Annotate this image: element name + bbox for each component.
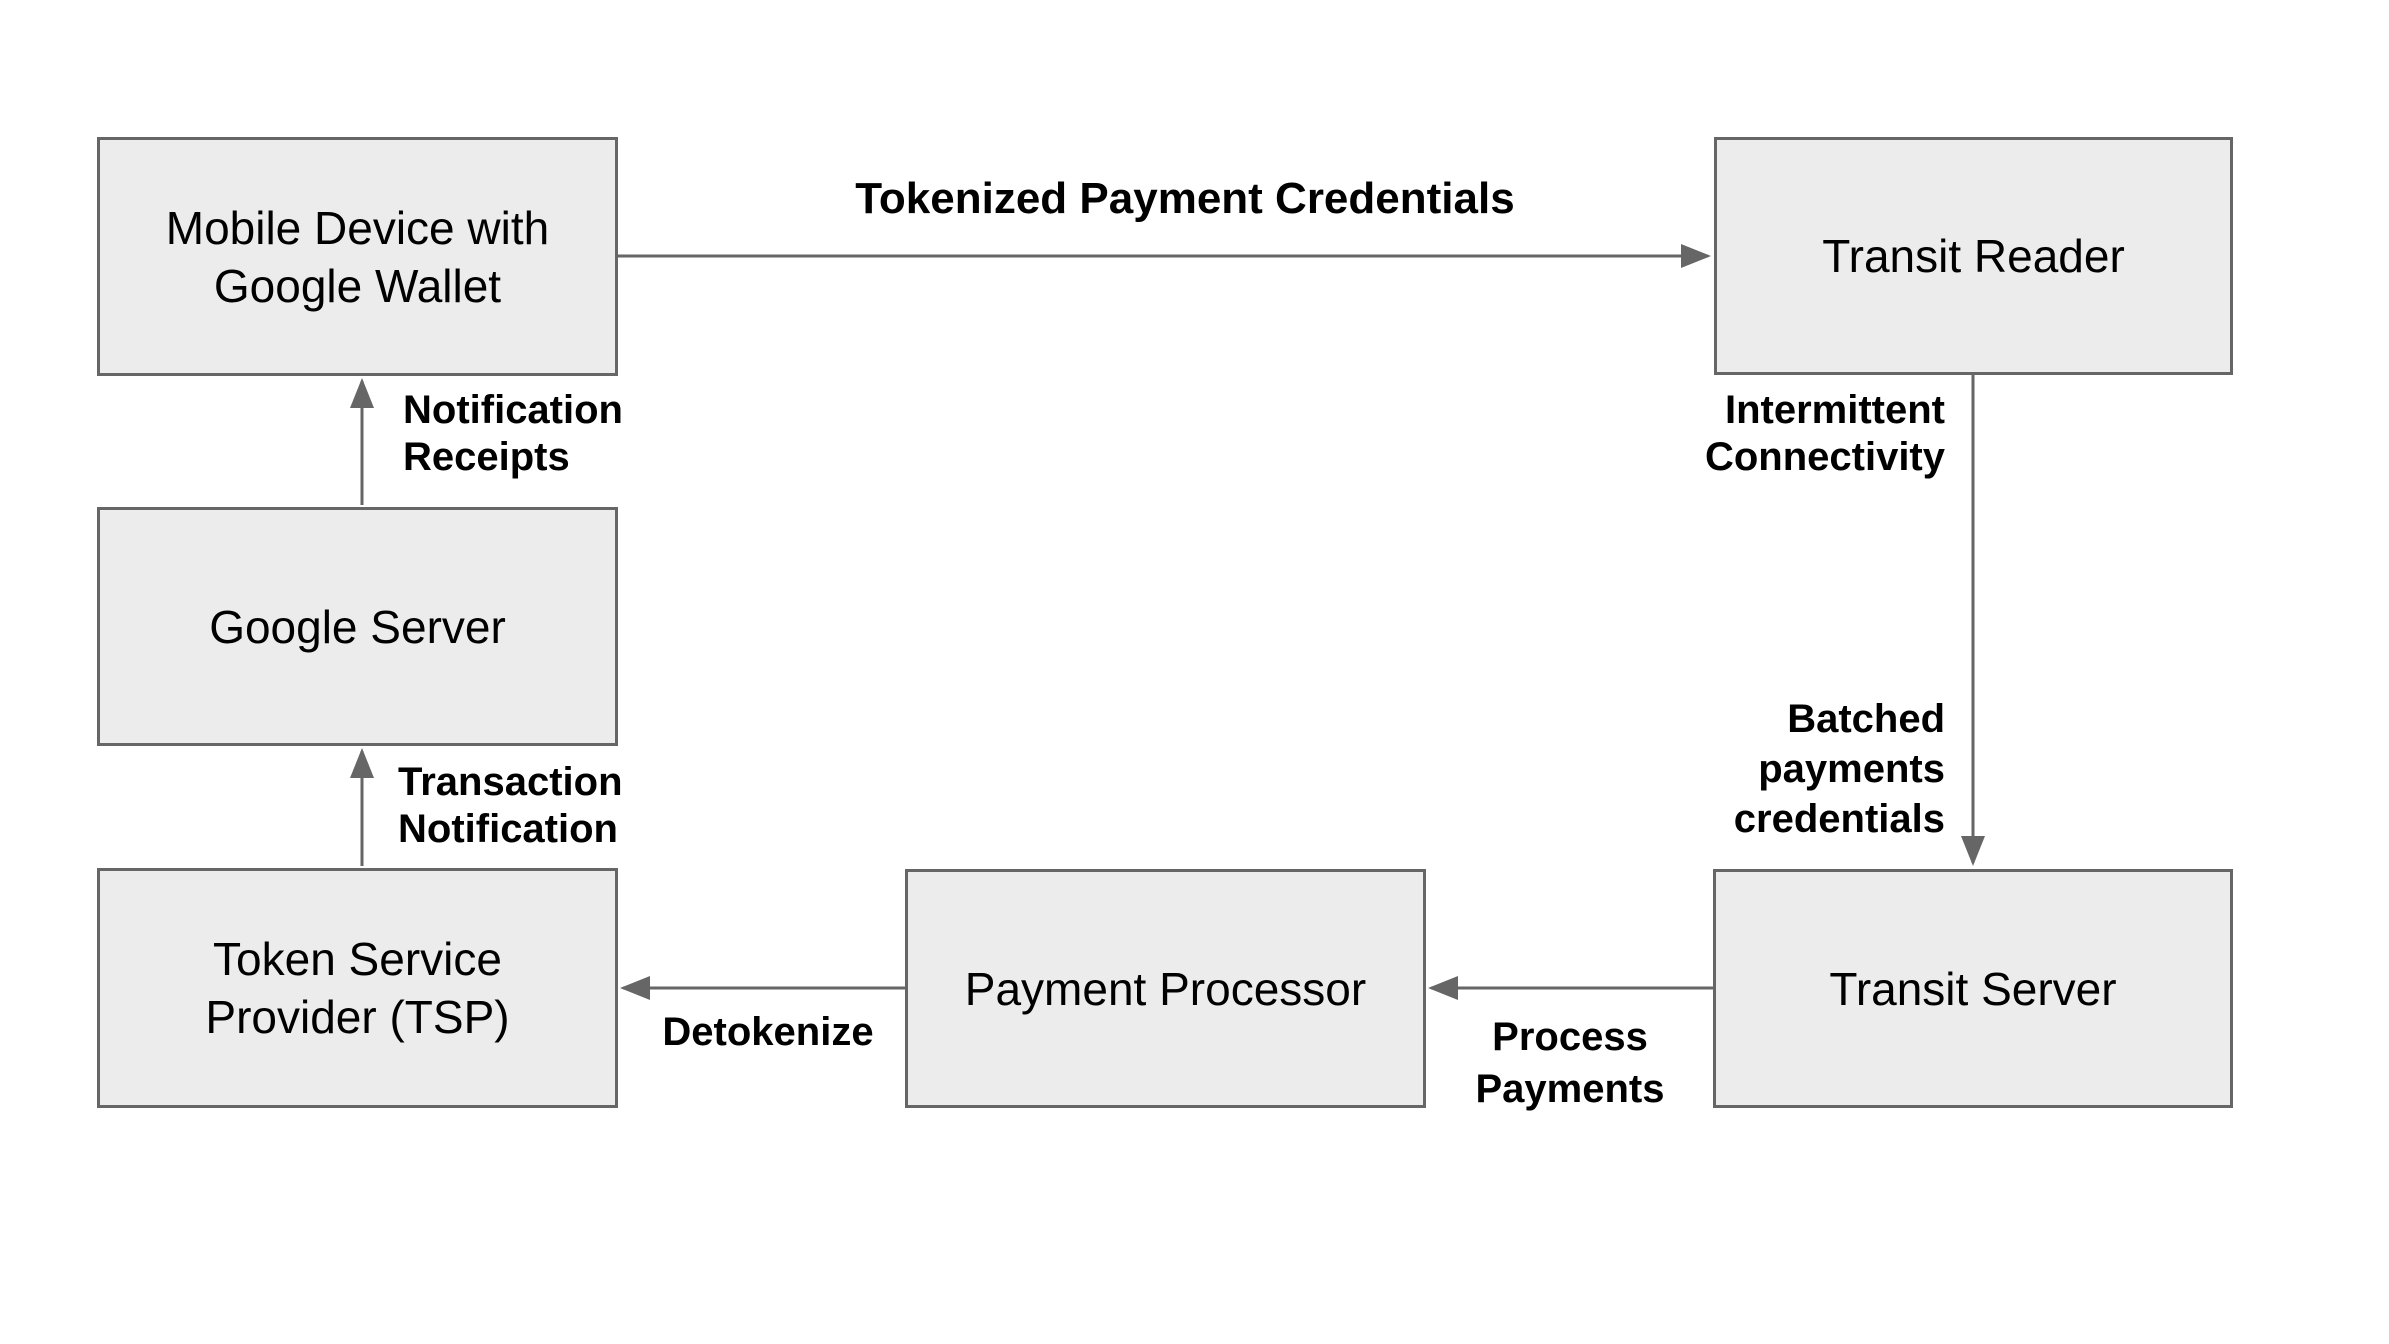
edge-label-batched-payments-credentials: Batched payments credentials [1445, 694, 1945, 844]
edge-label-line: Process [1492, 1015, 1648, 1059]
edge-label-line: Intermittent [1725, 388, 1945, 432]
node-transit-server-label: Transit Server [1829, 960, 2116, 1018]
edge-label-line: Connectivity [1704, 435, 1945, 479]
node-payment-processor-label: Payment Processor [965, 960, 1366, 1018]
node-label-line: Transit Reader [1822, 230, 2125, 282]
edge-label-line: Notification [403, 388, 623, 432]
edge-label-notification-receipts: Notification Receipts [403, 387, 623, 481]
edge-label-line: Receipts [403, 435, 570, 479]
edge-label-line: payments [1758, 747, 1945, 791]
edge-label-line: credentials [1733, 797, 1945, 841]
node-label-line: Transit Server [1829, 962, 2117, 1015]
node-mobile-device: Mobile Device with Google Wallet [97, 137, 618, 376]
node-label-line: Token Service [213, 933, 502, 985]
edge-label-process-payments: Process Payments [1370, 1011, 1770, 1115]
edge-label-detokenize: Detokenize [568, 1009, 968, 1056]
node-transit-reader-label: Transit Reader [1822, 227, 2125, 285]
edge-label-line: Detokenize [662, 1010, 874, 1054]
edge-label-line: Tokenized Payment Credentials [855, 174, 1515, 223]
edge-label-line: Transaction [398, 760, 623, 804]
edge-label-line: Notification [398, 807, 618, 851]
node-mobile-device-label: Mobile Device with Google Wallet [166, 199, 549, 315]
node-transit-reader: Transit Reader [1714, 137, 2233, 375]
node-label-line: Mobile Device with [165, 201, 550, 254]
edge-label-tokenized-payment-credentials: Tokenized Payment Credentials [735, 173, 1635, 225]
node-google-server-label: Google Server [209, 598, 506, 656]
edge-label-line: Batched [1787, 697, 1945, 741]
edge-label-line: Payments [1475, 1067, 1665, 1111]
node-transit-server: Transit Server [1713, 869, 2233, 1108]
node-label-line: Google Wallet [213, 259, 502, 312]
node-payment-processor: Payment Processor [905, 869, 1426, 1108]
node-label-line: Provider (TSP) [205, 991, 510, 1043]
node-label-line: Payment Processor [964, 962, 1367, 1015]
node-label-line: Google Server [209, 600, 506, 653]
edge-label-transaction-notification: Transaction Notification [398, 759, 623, 853]
edge-group [350, 244, 1985, 1000]
node-token-service-provider-label: Token Service Provider (TSP) [205, 930, 509, 1046]
edge-label-intermittent-connectivity: Intermittent Connectivity [1445, 387, 1945, 481]
node-google-server: Google Server [97, 507, 618, 746]
node-token-service-provider: Token Service Provider (TSP) [97, 868, 618, 1108]
